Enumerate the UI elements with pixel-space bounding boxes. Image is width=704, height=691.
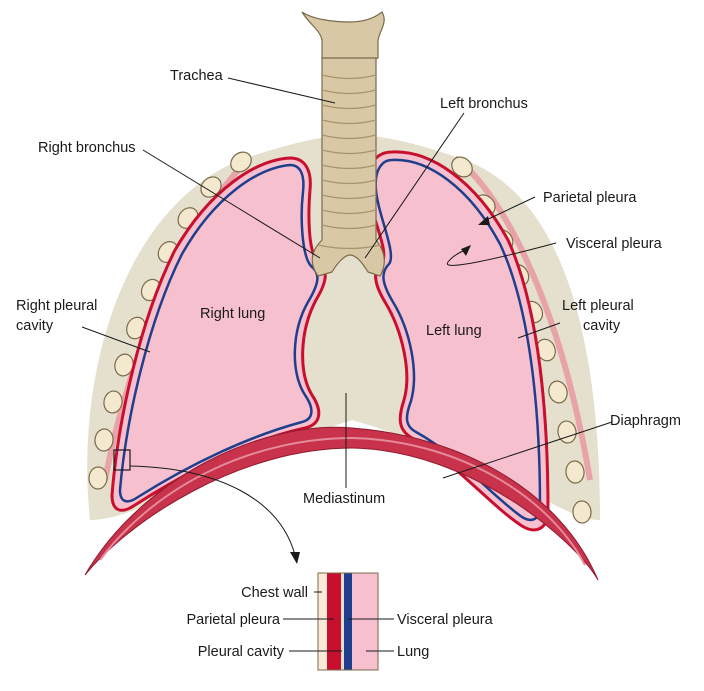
label-right-lung: Right lung [200, 306, 265, 322]
diaphragm [84, 426, 599, 581]
parietal-pleura-leader [481, 196, 536, 223]
inset-marker-box [113, 449, 131, 471]
label-mediastinum: Mediastinum [303, 491, 385, 507]
diaphragm-fibers [99, 436, 586, 566]
inset-label-chest-wall: Chest wall [241, 585, 308, 601]
label-left-pleural-cavity-line1: Left pleural [562, 298, 634, 314]
visceral-pleura-arrow-head [461, 245, 471, 256]
inset-label-lung: Lung [397, 644, 429, 660]
label-trachea: Trachea [170, 68, 224, 84]
inset-label-visceral-pleura: Visceral pleura [397, 612, 494, 628]
pleura-inset [283, 572, 394, 671]
inset-label-parietal-pleura: Parietal pleura [187, 612, 281, 628]
label-right-bronchus: Right bronchus [38, 140, 136, 156]
inset-arrow [129, 465, 296, 556]
label-left-pleural-cavity-line2: cavity [583, 318, 621, 334]
label-visceral-pleura: Visceral pleura [566, 236, 663, 252]
inset-label-pleural-cavity: Pleural cavity [198, 644, 285, 660]
label-left-lung: Left lung [426, 323, 482, 339]
label-left-bronchus: Left bronchus [440, 96, 528, 112]
label-right-pleural-cavity-line1: Right pleural [16, 298, 97, 314]
parietal-pleura-arrow-head [478, 216, 490, 225]
leader-lines [81, 77, 613, 488]
label-right-pleural-cavity-line2: cavity [16, 318, 54, 334]
inset-arrow-head [290, 552, 300, 564]
label-parietal-pleura: Parietal pleura [543, 190, 637, 206]
trachea [301, 11, 385, 277]
label-diaphragm: Diaphragm [610, 413, 681, 429]
